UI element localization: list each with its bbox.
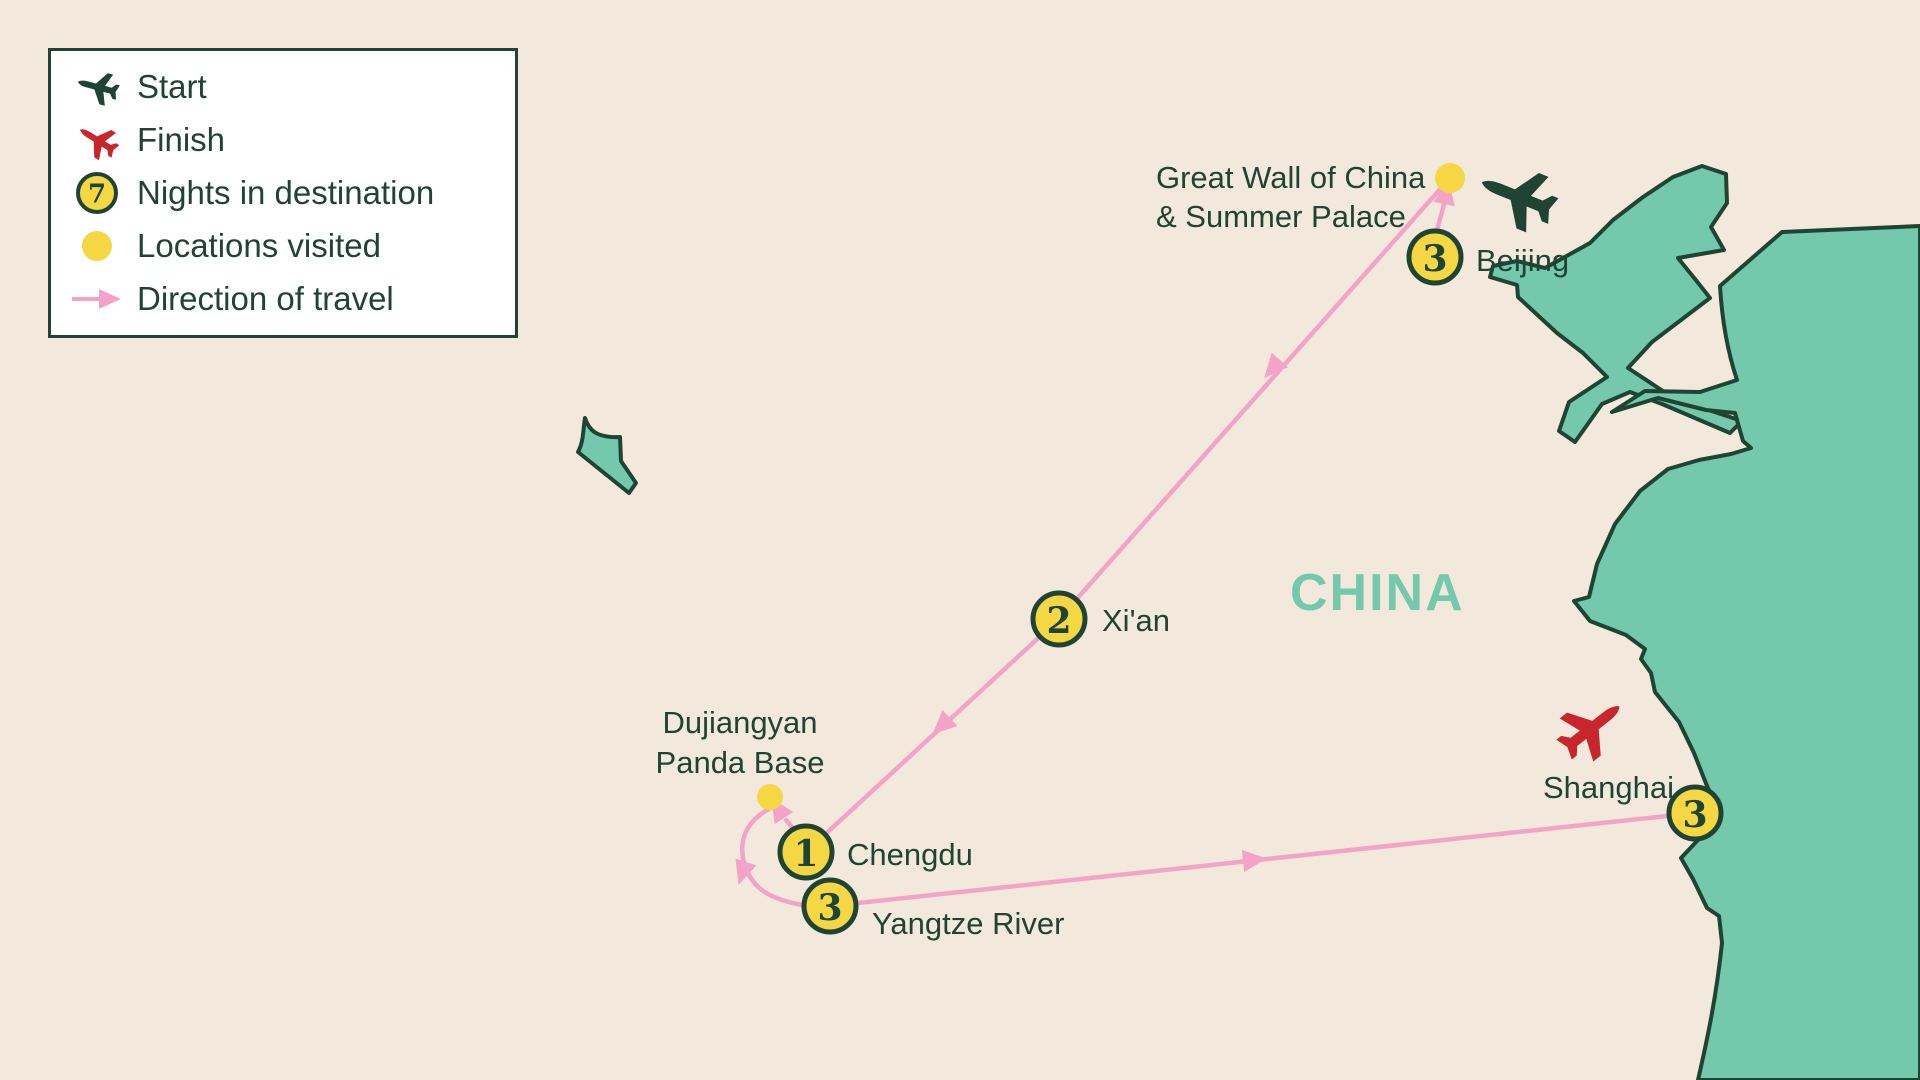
start-plane-icon	[1470, 154, 1565, 239]
location-dot-icon	[69, 222, 125, 270]
location-dot-great-wall	[1435, 163, 1465, 193]
site-label-great-wall-line1: Great Wall of China	[1156, 160, 1426, 195]
legend-label-finish: Finish	[137, 121, 226, 158]
nights-value-yangtze: 3	[817, 887, 842, 929]
site-label-panda-line1: Dujiangyan	[662, 705, 817, 740]
city-label-beijing: Beijing	[1476, 243, 1569, 278]
yellow-east-china-sea-shape	[1572, 224, 1920, 1080]
route-beijing-xian-chengdu	[803, 175, 1453, 855]
nights-value-xian: 2	[1046, 600, 1071, 642]
nights-badge-shanghai: 3	[1666, 784, 1724, 842]
direction-arrow-icon	[1241, 847, 1269, 872]
nights-badge-chengdu: 1	[777, 823, 835, 881]
lake-shape	[576, 416, 638, 495]
city-label-xian: Xi'an	[1102, 603, 1170, 638]
nights-badge-icon: 7	[69, 169, 125, 217]
legend-label-direction: Direction of travel	[137, 280, 394, 317]
city-label-shanghai: Shanghai	[1543, 770, 1674, 805]
nights-value-chengdu: 1	[793, 833, 818, 875]
legend-row-locations: Locations visited	[69, 222, 497, 271]
route-beijing-badge-to-dot	[1434, 198, 1448, 233]
legend-label-locations: Locations visited	[137, 227, 381, 264]
location-dot-panda-base	[757, 784, 783, 810]
legend-row-direction: Direction of travel	[69, 275, 497, 324]
city-label-yangtze: Yangtze River	[872, 906, 1064, 941]
legend-label-nights: Nights in destination	[137, 174, 435, 211]
nights-badge-beijing: 3	[1406, 228, 1464, 286]
country-label: CHINA	[1290, 564, 1465, 622]
legend-nights-badge-value: 7	[88, 180, 106, 210]
finish-plane-icon	[69, 116, 125, 164]
bohai-sea-shape	[1488, 164, 1744, 444]
legend-row-start: Start	[69, 63, 497, 112]
nights-value-shanghai: 3	[1682, 794, 1707, 836]
site-label-panda-line2: Panda Base	[656, 745, 825, 780]
start-plane-icon	[69, 63, 125, 111]
legend-row-nights: 7 Nights in destination	[69, 169, 497, 218]
nights-badge-yangtze: 3	[801, 877, 859, 935]
legend-row-finish: Finish	[69, 116, 497, 165]
nights-badge-xian: 2	[1030, 590, 1088, 648]
legend-label-start: Start	[137, 68, 207, 105]
city-label-chengdu: Chengdu	[847, 837, 973, 872]
site-label-great-wall-line2: & Summer Palace	[1156, 199, 1406, 234]
nights-value-beijing: 3	[1422, 238, 1447, 280]
finish-plane-icon	[1547, 684, 1637, 772]
direction-arrow-icon	[69, 275, 125, 323]
map-legend: Start Finish 7 Nights in destination	[48, 48, 518, 338]
